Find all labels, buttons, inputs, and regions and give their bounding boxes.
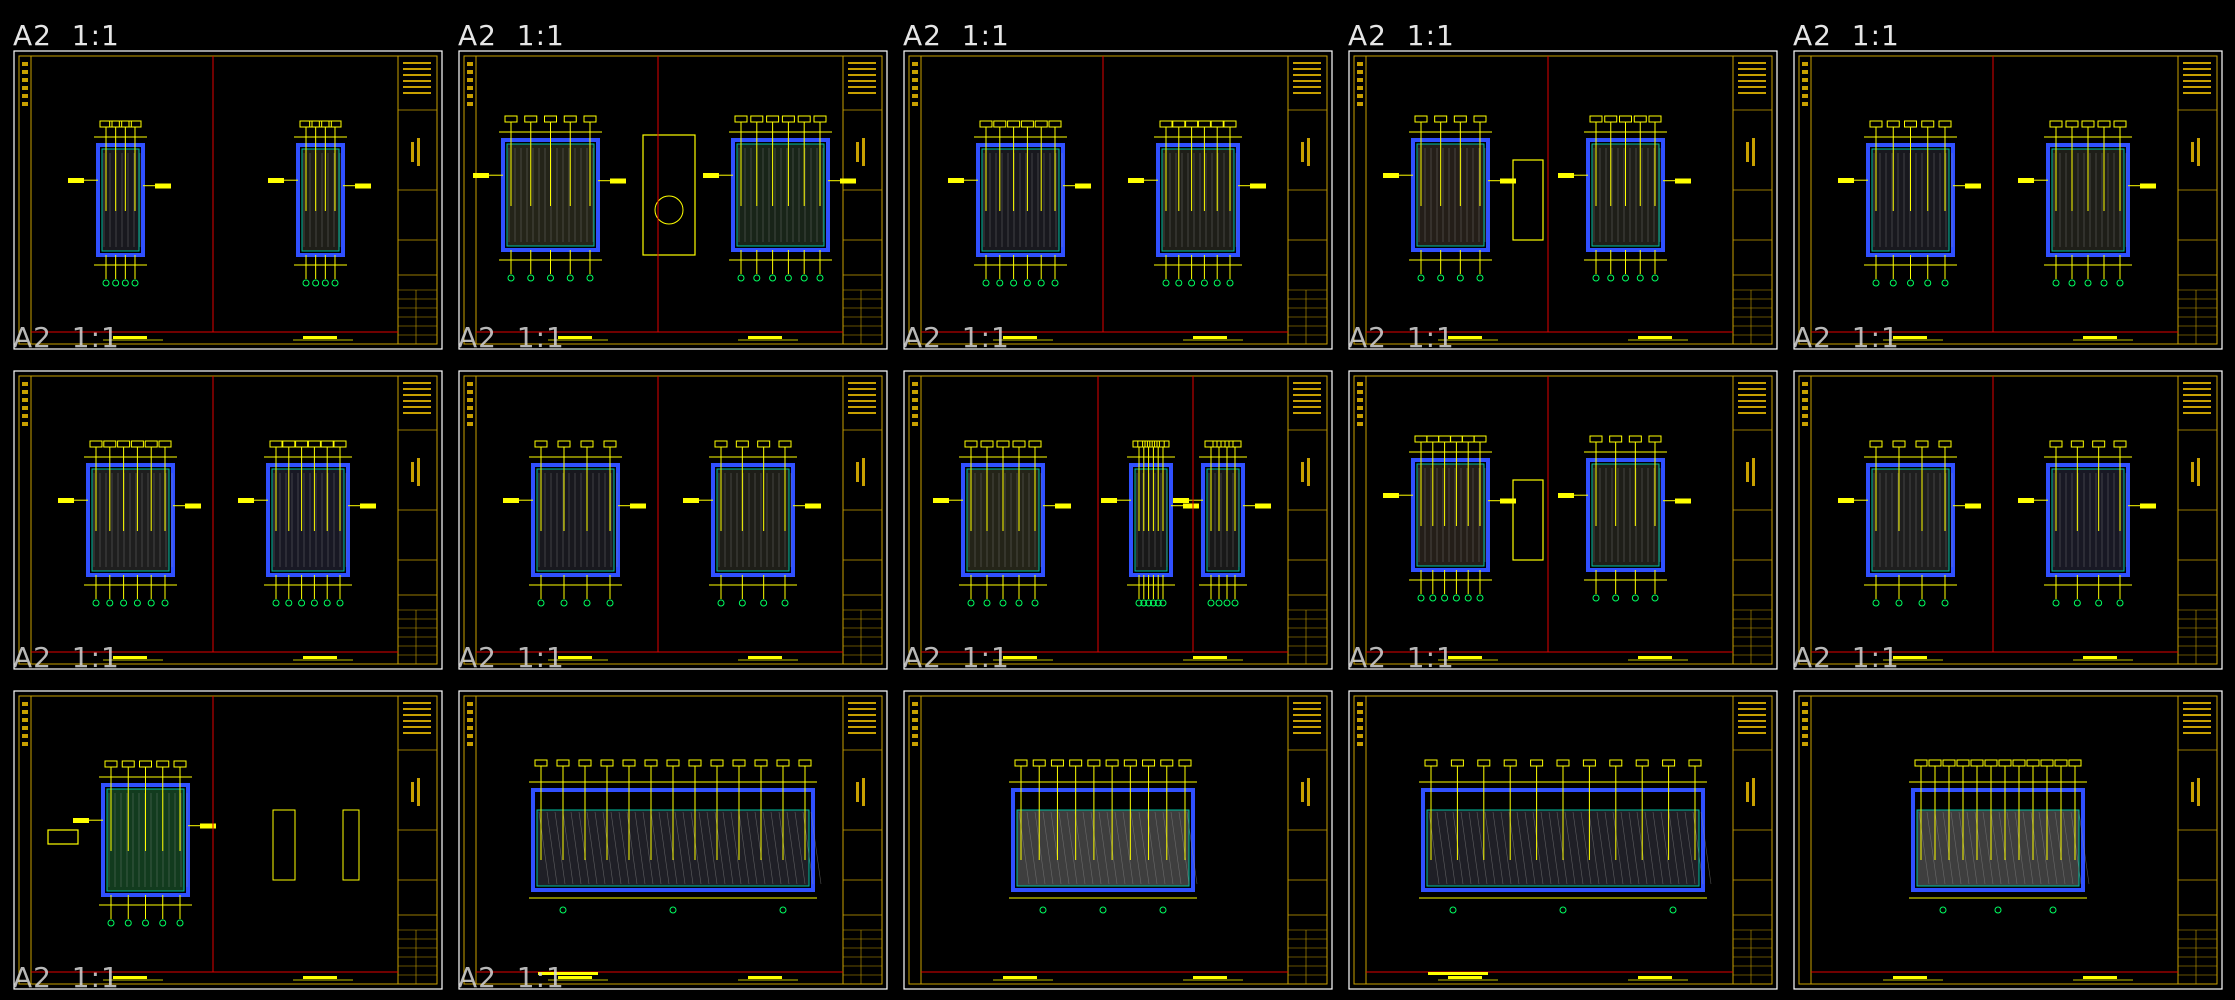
sheet-scale-label-overlay: A2 1:1 <box>13 641 120 674</box>
drawing-sheet <box>13 50 443 350</box>
drawing-sheet <box>458 690 888 990</box>
sheet-scale-label-overlay: A2 1:1 <box>458 321 565 354</box>
drawing-sheet <box>1348 50 1778 350</box>
drawing-sheet <box>903 370 1333 670</box>
sheet-scale-label-overlay: A2 1:1 <box>903 641 1010 674</box>
sheet-1[interactable]: A2 1:1 A2 1:1 <box>13 19 443 354</box>
sheet-scale-label-overlay: A2 1:1 <box>1348 641 1455 674</box>
sheet-9[interactable]: A2 1:1 <box>1348 370 1778 674</box>
drawing-sheet <box>1793 690 2223 990</box>
sheet-scale-label-overlay: A2 1:1 <box>13 961 120 994</box>
sheet-6[interactable]: A2 1:1 <box>13 370 443 674</box>
drawing-sheet <box>1793 370 2223 670</box>
sheet-scale-label-overlay: A2 1:1 <box>1793 641 1900 674</box>
sheet-12[interactable]: A2 1:1 <box>458 690 888 994</box>
sheet-scale-label-overlay: A2 1:1 <box>1793 321 1900 354</box>
sheet-3[interactable]: A2 1:1 A2 1:1 <box>903 19 1333 354</box>
sheet-scale-label-overlay: A2 1:1 <box>903 321 1010 354</box>
sheet-7[interactable]: A2 1:1 <box>458 370 888 674</box>
sheet-scale-label-overlay: A2 1:1 <box>458 961 565 994</box>
sheet-2[interactable]: A2 1:1 A2 1:1 <box>458 19 888 354</box>
drawing-sheet <box>458 50 888 350</box>
drawing-sheet <box>903 690 1333 990</box>
sheet-scale-label: A2 1:1 <box>458 19 565 52</box>
drawing-sheet <box>458 370 888 670</box>
sheet-15[interactable] <box>1793 690 2223 990</box>
drawing-sheet <box>1348 370 1778 670</box>
sheet-scale-label-overlay: A2 1:1 <box>13 321 120 354</box>
drawing-sheet <box>903 50 1333 350</box>
drawing-sheet <box>1348 690 1778 990</box>
drawing-sheet <box>1793 50 2223 350</box>
drawing-sheet <box>13 690 443 990</box>
sheet-scale-label: A2 1:1 <box>1793 19 1900 52</box>
sheet-10[interactable]: A2 1:1 <box>1793 370 2223 674</box>
sheet-scale-label-overlay: A2 1:1 <box>1348 321 1455 354</box>
sheet-14[interactable] <box>1348 690 1778 990</box>
sheet-11[interactable]: A2 1:1 <box>13 690 443 994</box>
sheet-13[interactable] <box>903 690 1333 990</box>
sheet-scale-label: A2 1:1 <box>13 19 120 52</box>
sheet-scale-label-overlay: A2 1:1 <box>458 641 565 674</box>
sheet-8[interactable]: A2 1:1 <box>903 370 1333 674</box>
sheet-scale-label: A2 1:1 <box>1348 19 1455 52</box>
drawing-sheet <box>13 370 443 670</box>
sheet-scale-label: A2 1:1 <box>903 19 1010 52</box>
sheet-4[interactable]: A2 1:1 A2 1:1 <box>1348 19 1778 354</box>
sheet-5[interactable]: A2 1:1 A2 1:1 <box>1793 19 2223 354</box>
